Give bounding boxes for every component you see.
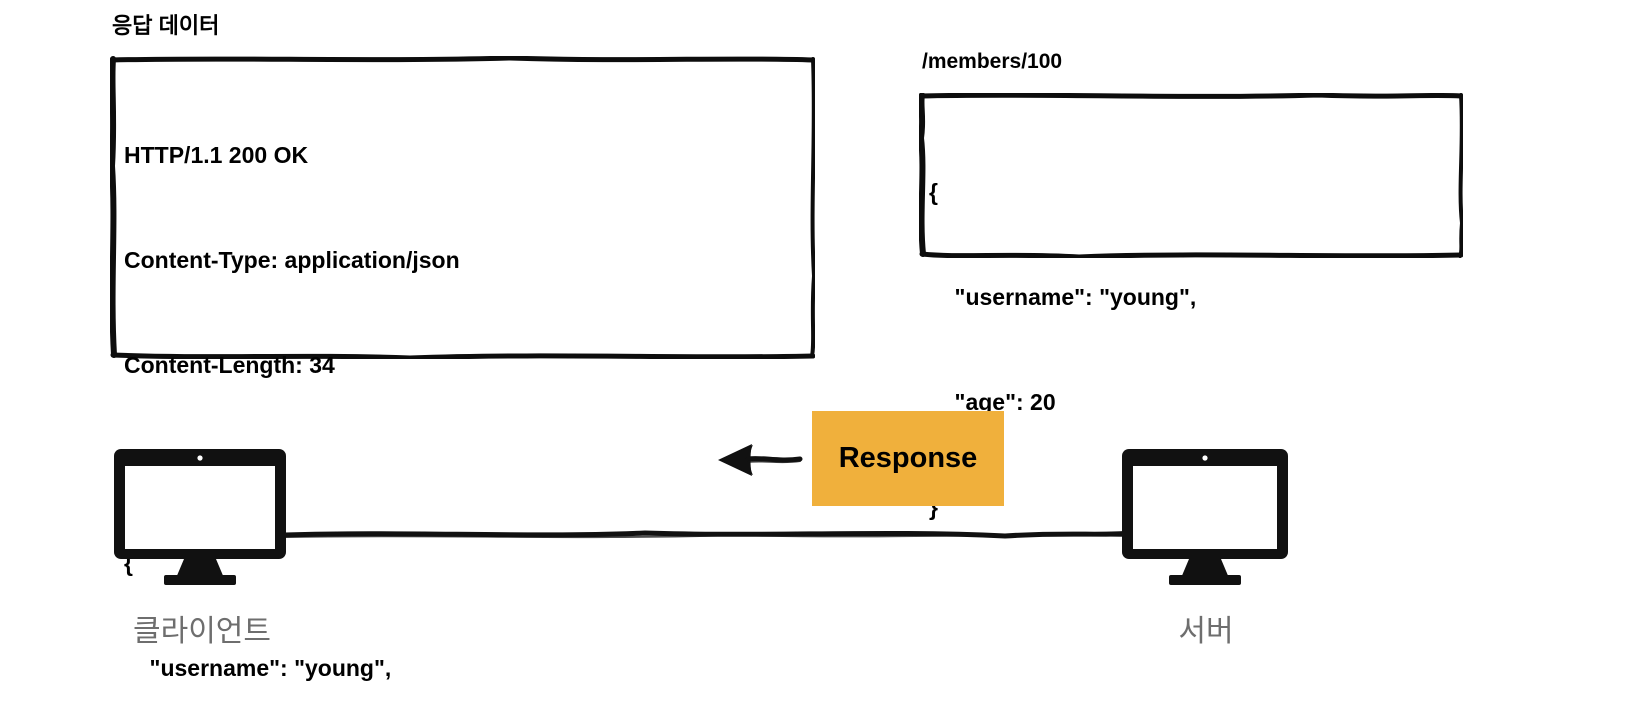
desktop-monitor-icon xyxy=(114,449,286,585)
server-label: 서버 xyxy=(1178,615,1234,648)
code-line: { xyxy=(124,550,133,576)
code-line: } xyxy=(929,494,938,520)
response-box-content: HTTP/1.1 200 OK Content-Type: applicatio… xyxy=(110,56,815,681)
desktop-monitor-icon xyxy=(1122,449,1288,585)
code-line: { xyxy=(929,179,938,205)
response-box-title: 응답 데이터 xyxy=(112,13,220,38)
response-message-tag[interactable]: Response xyxy=(812,411,1004,506)
code-line: "username": "young", xyxy=(929,284,1197,310)
arrow-left-icon xyxy=(718,444,803,476)
client-server-connection-line xyxy=(285,530,1130,539)
client-label: 클라이언트 xyxy=(133,615,271,648)
code-line: "age": 20 xyxy=(929,389,1056,415)
resource-data-box: { "username": "young", "age": 20 } xyxy=(919,93,1463,520)
client-node xyxy=(112,447,292,587)
response-data-box: HTTP/1.1 200 OK Content-Type: applicatio… xyxy=(110,56,815,681)
server-node xyxy=(1120,447,1292,587)
resource-box-content: { "username": "young", "age": 20 } xyxy=(919,93,1463,520)
resource-box-title: /members/100 xyxy=(922,50,1063,73)
code-line: HTTP/1.1 200 OK xyxy=(124,142,309,168)
code-line: Content-Length: 34 xyxy=(124,352,335,378)
code-line: Content-Type: application/json xyxy=(124,247,460,273)
code-line: "username": "young", xyxy=(124,655,392,681)
